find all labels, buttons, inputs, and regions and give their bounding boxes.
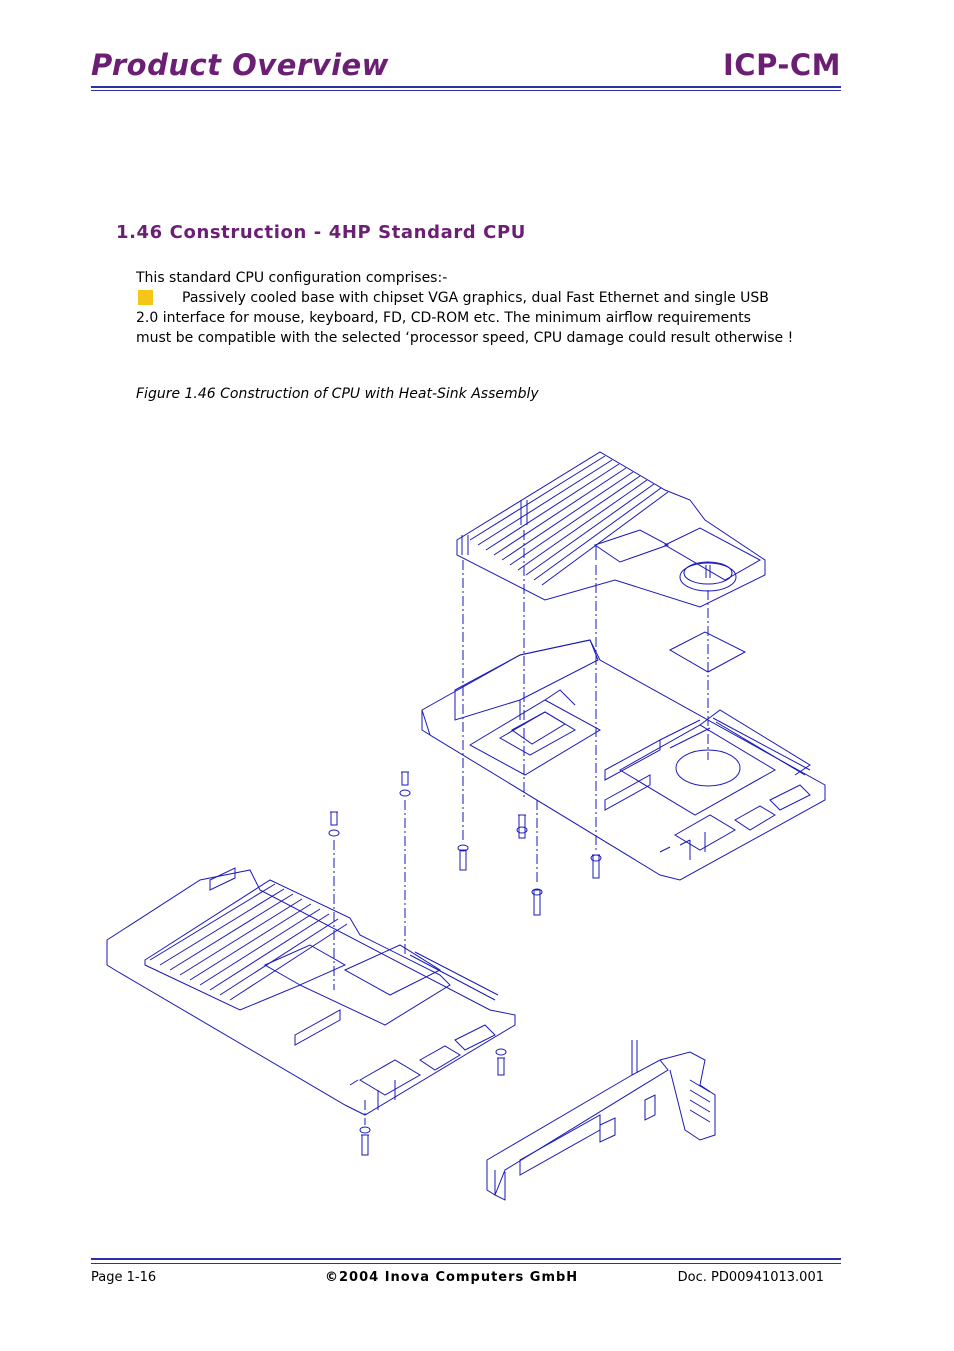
- cpu-board-middle: [421, 639, 826, 881]
- header-rule-top: [91, 86, 841, 88]
- footer-doc-number: Doc. PD00941013.001: [677, 1270, 824, 1285]
- heat-sink-top: [456, 451, 766, 608]
- thermal-pad: [668, 631, 747, 673]
- assembly-axes: [333, 530, 709, 1125]
- front-panel: [486, 1040, 716, 1201]
- bullet-text-line-3: must be compatible with the selected ‘pr…: [136, 330, 794, 346]
- intro-text: This standard CPU configuration comprise…: [136, 270, 448, 286]
- cpu-board-lower: [106, 867, 516, 1116]
- bullet-text-line-1: Passively cooled base with chipset VGA g…: [182, 290, 769, 306]
- section-title: 1.46 Construction - 4HP Standard CPU: [116, 222, 526, 243]
- figure-caption: Figure 1.46 Construction of CPU with Hea…: [136, 386, 539, 402]
- screws: [328, 771, 602, 1156]
- bullet-text-line-2: 2.0 interface for mouse, keyboard, FD, C…: [136, 310, 751, 326]
- footer-page-number: Page 1-16: [91, 1270, 157, 1285]
- header-product-name: ICP-CM: [723, 48, 841, 82]
- header-rule-bottom: [91, 90, 841, 91]
- footer-copyright: ©2004 Inova Computers GmbH: [325, 1270, 579, 1285]
- header-title: Product Overview: [91, 48, 389, 82]
- footer-rule-bottom: [91, 1263, 841, 1264]
- bullet-square-icon: [138, 290, 153, 305]
- footer-rule-top: [91, 1258, 841, 1260]
